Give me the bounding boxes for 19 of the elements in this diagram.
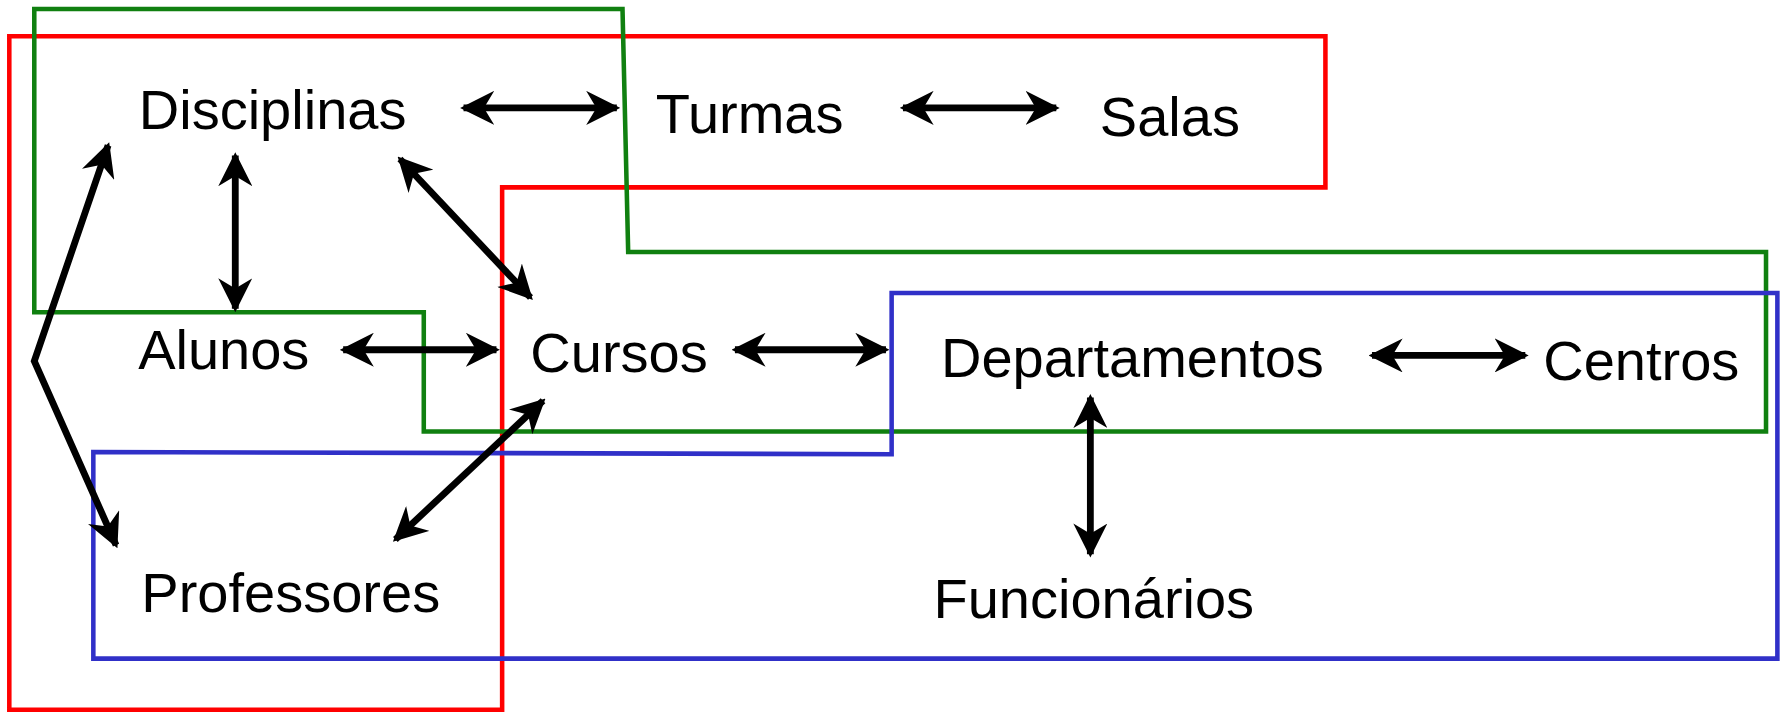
double-arrow	[1073, 394, 1108, 558]
double-arrow	[339, 332, 500, 367]
double-arrow	[397, 156, 533, 300]
double-arrow	[460, 90, 621, 125]
entity-label: Centros	[1543, 330, 1740, 392]
double-arrow	[899, 90, 1060, 125]
entity-label: Alunos	[138, 319, 310, 381]
double-arrow	[1368, 338, 1529, 373]
entity-label: Turmas	[655, 82, 844, 145]
entity-label: Cursos	[530, 322, 708, 385]
entity-label: Salas	[1099, 86, 1240, 148]
entity-label: Departamentos	[941, 327, 1324, 389]
double-arrow	[392, 398, 546, 542]
entity-label: Funcionários	[933, 567, 1255, 630]
double-arrow	[30, 142, 120, 549]
double-arrow	[731, 332, 890, 367]
entity-label: Disciplinas	[138, 79, 407, 141]
entity-label: Professores	[141, 562, 441, 624]
double-arrow	[218, 152, 253, 313]
